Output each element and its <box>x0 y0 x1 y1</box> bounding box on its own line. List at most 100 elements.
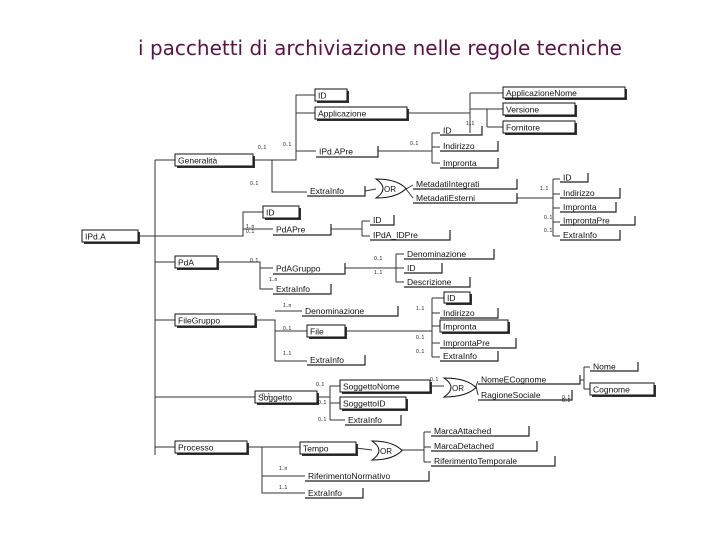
connector-line <box>405 188 414 199</box>
node-pda-id: ID <box>262 205 301 220</box>
node-file-improntapre: ImprontaPre <box>440 338 517 349</box>
node-ipda-root: IPd.A <box>81 229 140 244</box>
node-box <box>439 319 509 333</box>
cardinality-label: 0..1 <box>258 145 267 151</box>
node-riftemporale: RiferimentoTemporale <box>431 456 556 467</box>
cardinality-label: 0..1 <box>250 181 259 187</box>
cardinality-label: 1..1 <box>279 485 288 491</box>
cardinality-label: 1..1 <box>540 186 549 192</box>
node-pdapre-id: ID <box>370 215 395 226</box>
node-or2: OR <box>442 377 477 398</box>
cardinality-label: 0..1 <box>562 395 571 401</box>
node-underline <box>345 415 402 426</box>
connector-line <box>247 446 305 477</box>
node-label: Versione <box>506 105 539 115</box>
cardinality-label: 0..1 <box>283 326 292 332</box>
connector-line <box>295 94 315 113</box>
node-underline <box>560 230 621 241</box>
node-label: SoggettoNome <box>343 382 400 392</box>
node-label: ExtraInfo <box>348 415 382 425</box>
node-file-impronta: Impronta <box>439 319 510 334</box>
node-pda: PdA <box>174 255 219 270</box>
node-label: ExtraInfo <box>308 488 342 498</box>
node-underline <box>305 488 364 499</box>
node-box <box>254 390 318 404</box>
node-label: Applicazione <box>318 109 366 119</box>
node-extrainfo5: ExtraInfo <box>305 488 364 499</box>
node-underline <box>440 141 499 152</box>
node-label: IPd.APre <box>319 147 353 157</box>
node-box <box>589 382 655 396</box>
node-denominazione2: Denominazione <box>302 306 399 317</box>
node-box <box>306 324 346 338</box>
node-gen-id: ID <box>440 126 483 136</box>
node-underline <box>307 186 366 197</box>
node-me-indirizzo: Indirizzo <box>560 188 621 199</box>
node-box <box>174 440 248 454</box>
node-box <box>339 379 431 393</box>
node-label: Indirizzo <box>443 141 475 151</box>
node-impronta1: Impronta <box>440 158 499 169</box>
node-me-improntapre: ImprontaPre <box>560 216 636 226</box>
connector-line <box>242 228 273 236</box>
node-label: ExtraInfo <box>563 230 597 240</box>
node-me-impronta: Impronta <box>560 202 617 213</box>
node-underline <box>404 263 443 274</box>
node-underline <box>316 146 379 158</box>
node-label: Denominazione <box>407 249 466 259</box>
node-underline <box>273 224 332 236</box>
node-indirizzo1: Indirizzo <box>440 141 499 152</box>
node-label: Fornitore <box>506 123 540 133</box>
node-label: ID <box>373 215 382 225</box>
node-file-extrainfo: ExtraInfo <box>440 351 499 362</box>
node-label: FileGruppo <box>178 316 220 326</box>
node-label: Nome <box>593 362 616 372</box>
node-underline <box>440 338 517 349</box>
cardinality-label: 1..1 <box>466 121 475 127</box>
node-label: Soggetto <box>258 393 292 403</box>
node-underline <box>560 173 589 183</box>
node-label: Generalità <box>178 156 217 166</box>
node-label: ImprontaPre <box>443 338 490 348</box>
node-processo: Processo <box>174 440 249 455</box>
cardinality-label: 0..1 <box>318 417 327 423</box>
node-extrainfo4: ExtraInfo <box>345 415 402 426</box>
node-grp-id: ID <box>404 263 443 274</box>
node-box <box>502 120 576 134</box>
node-label: ID <box>407 263 416 273</box>
node-box <box>262 205 300 219</box>
node-underline <box>440 158 499 169</box>
node-label: File <box>310 327 324 337</box>
cardinality-label: 1..1 <box>283 351 292 357</box>
cardinality-label: 1..n <box>269 277 278 283</box>
node-box <box>443 291 471 304</box>
node-underline <box>302 306 399 317</box>
node-label: ExtraInfo <box>276 284 310 294</box>
cardinality-label: 1..1 <box>374 270 383 276</box>
node-label: Processo <box>178 443 214 453</box>
node-underline <box>431 456 556 467</box>
connector-line <box>255 319 307 362</box>
cardinality-label: 0..1 <box>562 398 571 404</box>
node-extrainfo3: ExtraInfo <box>307 355 366 366</box>
node-me-id: ID <box>560 173 589 183</box>
node-pdagruppo: PdAGruppo <box>273 263 346 275</box>
node-label: Descrizione <box>407 277 452 287</box>
node-extrainfo2: ExtraInfo <box>273 284 332 295</box>
node-underline <box>560 216 636 226</box>
node-box <box>174 313 256 327</box>
schema-nodes: IPd.AIDApplicazioneApplicazioneNomeVersi… <box>81 86 656 499</box>
node-underline <box>307 355 366 366</box>
node-tempo: Tempo <box>299 441 358 456</box>
connector-line <box>261 476 305 494</box>
cardinality-label: 0..1 <box>544 228 553 234</box>
node-or1: OR <box>374 178 407 199</box>
cardinality-label: 0..1 <box>262 393 271 399</box>
node-underline <box>560 188 621 199</box>
node-denominazione1: Denominazione <box>404 249 495 260</box>
node-box <box>314 88 348 102</box>
cardinality-label: 0..1 <box>416 349 425 355</box>
node-underline <box>404 277 471 288</box>
node-pdapre: PdAPre <box>273 224 332 236</box>
cardinality-label: 0..1 <box>283 142 292 148</box>
